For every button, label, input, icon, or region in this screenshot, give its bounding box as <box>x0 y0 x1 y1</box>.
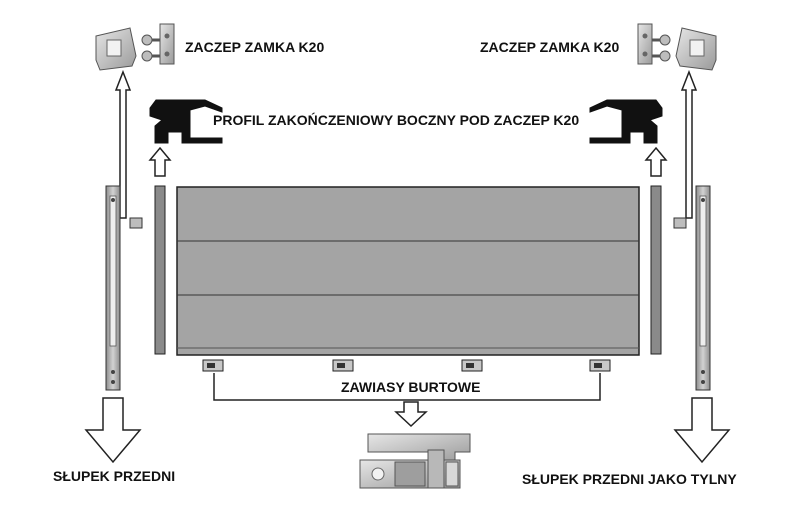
front-post-as-rear-label: SŁUPEK PRZEDNI JAKO TYLNY <box>522 471 737 487</box>
screw-icon <box>652 34 671 62</box>
front-post-left <box>105 185 143 391</box>
hinges-bracket <box>213 373 601 401</box>
front-post-label: SŁUPEK PRZEDNI <box>53 468 175 484</box>
latch-left <box>95 23 175 71</box>
hinge-block-1 <box>202 359 224 372</box>
end-profile-right <box>589 99 663 144</box>
latch-bracket-icon <box>95 23 175 71</box>
hollow-arrow-down-icon <box>84 397 731 464</box>
latch-bracket-icon <box>637 23 717 71</box>
front-post-right <box>673 185 711 391</box>
side-panel <box>176 186 640 356</box>
hollow-arrow-up-icon <box>114 69 698 219</box>
side-strip-left <box>154 185 166 355</box>
end-profile-label: PROFIL ZAKOŃCZENIOWY BOCZNY POD ZACZEP K… <box>213 112 579 128</box>
latch-left-label: ZACZEP ZAMKA K20 <box>185 39 324 55</box>
hinge-icon <box>359 433 471 489</box>
hinge-block-4 <box>589 359 611 372</box>
hinge-block-3 <box>461 359 483 372</box>
hinges-label: ZAWIASY BURTOWE <box>341 379 481 395</box>
side-strip-right <box>650 185 662 355</box>
hinge-block-2 <box>332 359 354 372</box>
latch-right <box>637 23 717 71</box>
latch-right-label: ZACZEP ZAMKA K20 <box>480 39 619 55</box>
end-profile-left <box>149 99 223 144</box>
screw-icon <box>141 34 160 62</box>
